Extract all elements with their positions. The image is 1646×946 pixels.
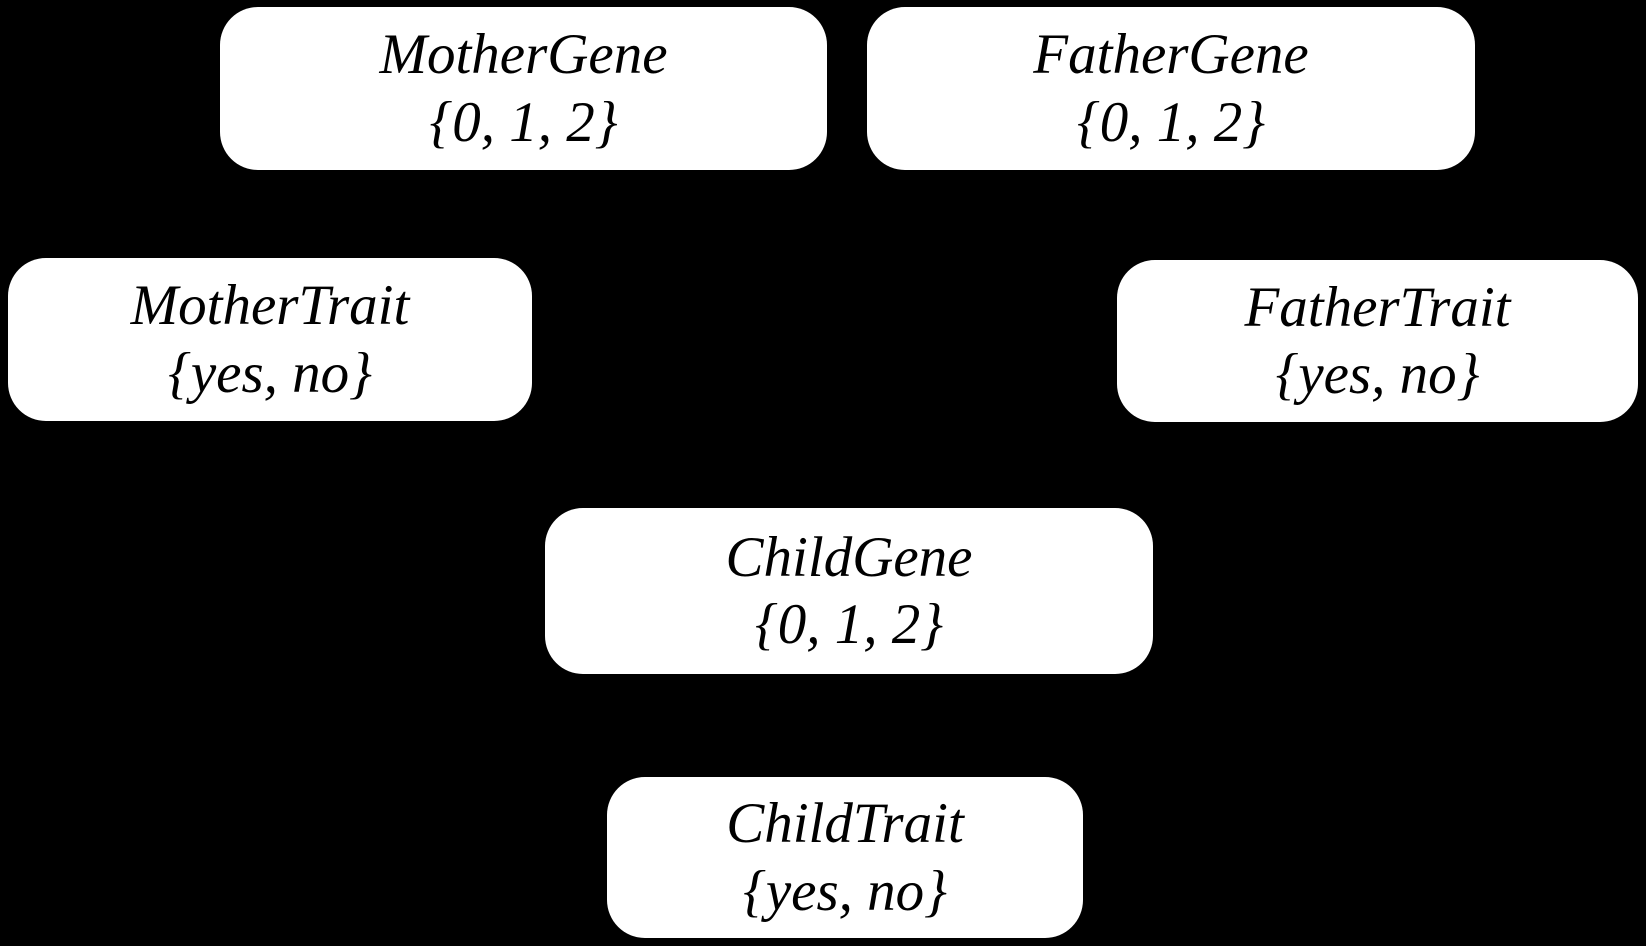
node-father-gene-domain: {0, 1, 2} xyxy=(1076,90,1266,154)
node-child-gene: ChildGene {0, 1, 2} xyxy=(545,508,1153,674)
node-child-trait-label: ChildTrait xyxy=(726,792,964,856)
node-father-gene: FatherGene {0, 1, 2} xyxy=(867,7,1475,170)
node-child-gene-domain: {0, 1, 2} xyxy=(754,593,944,656)
node-mother-gene-domain: {0, 1, 2} xyxy=(429,90,618,154)
node-father-gene-label: FatherGene xyxy=(1033,23,1309,87)
node-father-trait: FatherTrait {yes, no} xyxy=(1117,260,1638,422)
node-mother-trait-label: MotherTrait xyxy=(130,274,410,338)
node-mother-gene: MotherGene {0, 1, 2} xyxy=(220,7,827,170)
node-child-gene-label: ChildGene xyxy=(725,525,973,589)
node-mother-trait-domain: {yes, no} xyxy=(168,341,372,405)
node-mother-gene-label: MotherGene xyxy=(379,23,668,87)
node-father-trait-domain: {yes, no} xyxy=(1275,343,1480,406)
node-father-trait-label: FatherTrait xyxy=(1244,275,1511,339)
node-child-trait: ChildTrait {yes, no} xyxy=(607,777,1083,938)
node-mother-trait: MotherTrait {yes, no} xyxy=(8,258,532,421)
node-child-trait-domain: {yes, no} xyxy=(743,859,947,923)
